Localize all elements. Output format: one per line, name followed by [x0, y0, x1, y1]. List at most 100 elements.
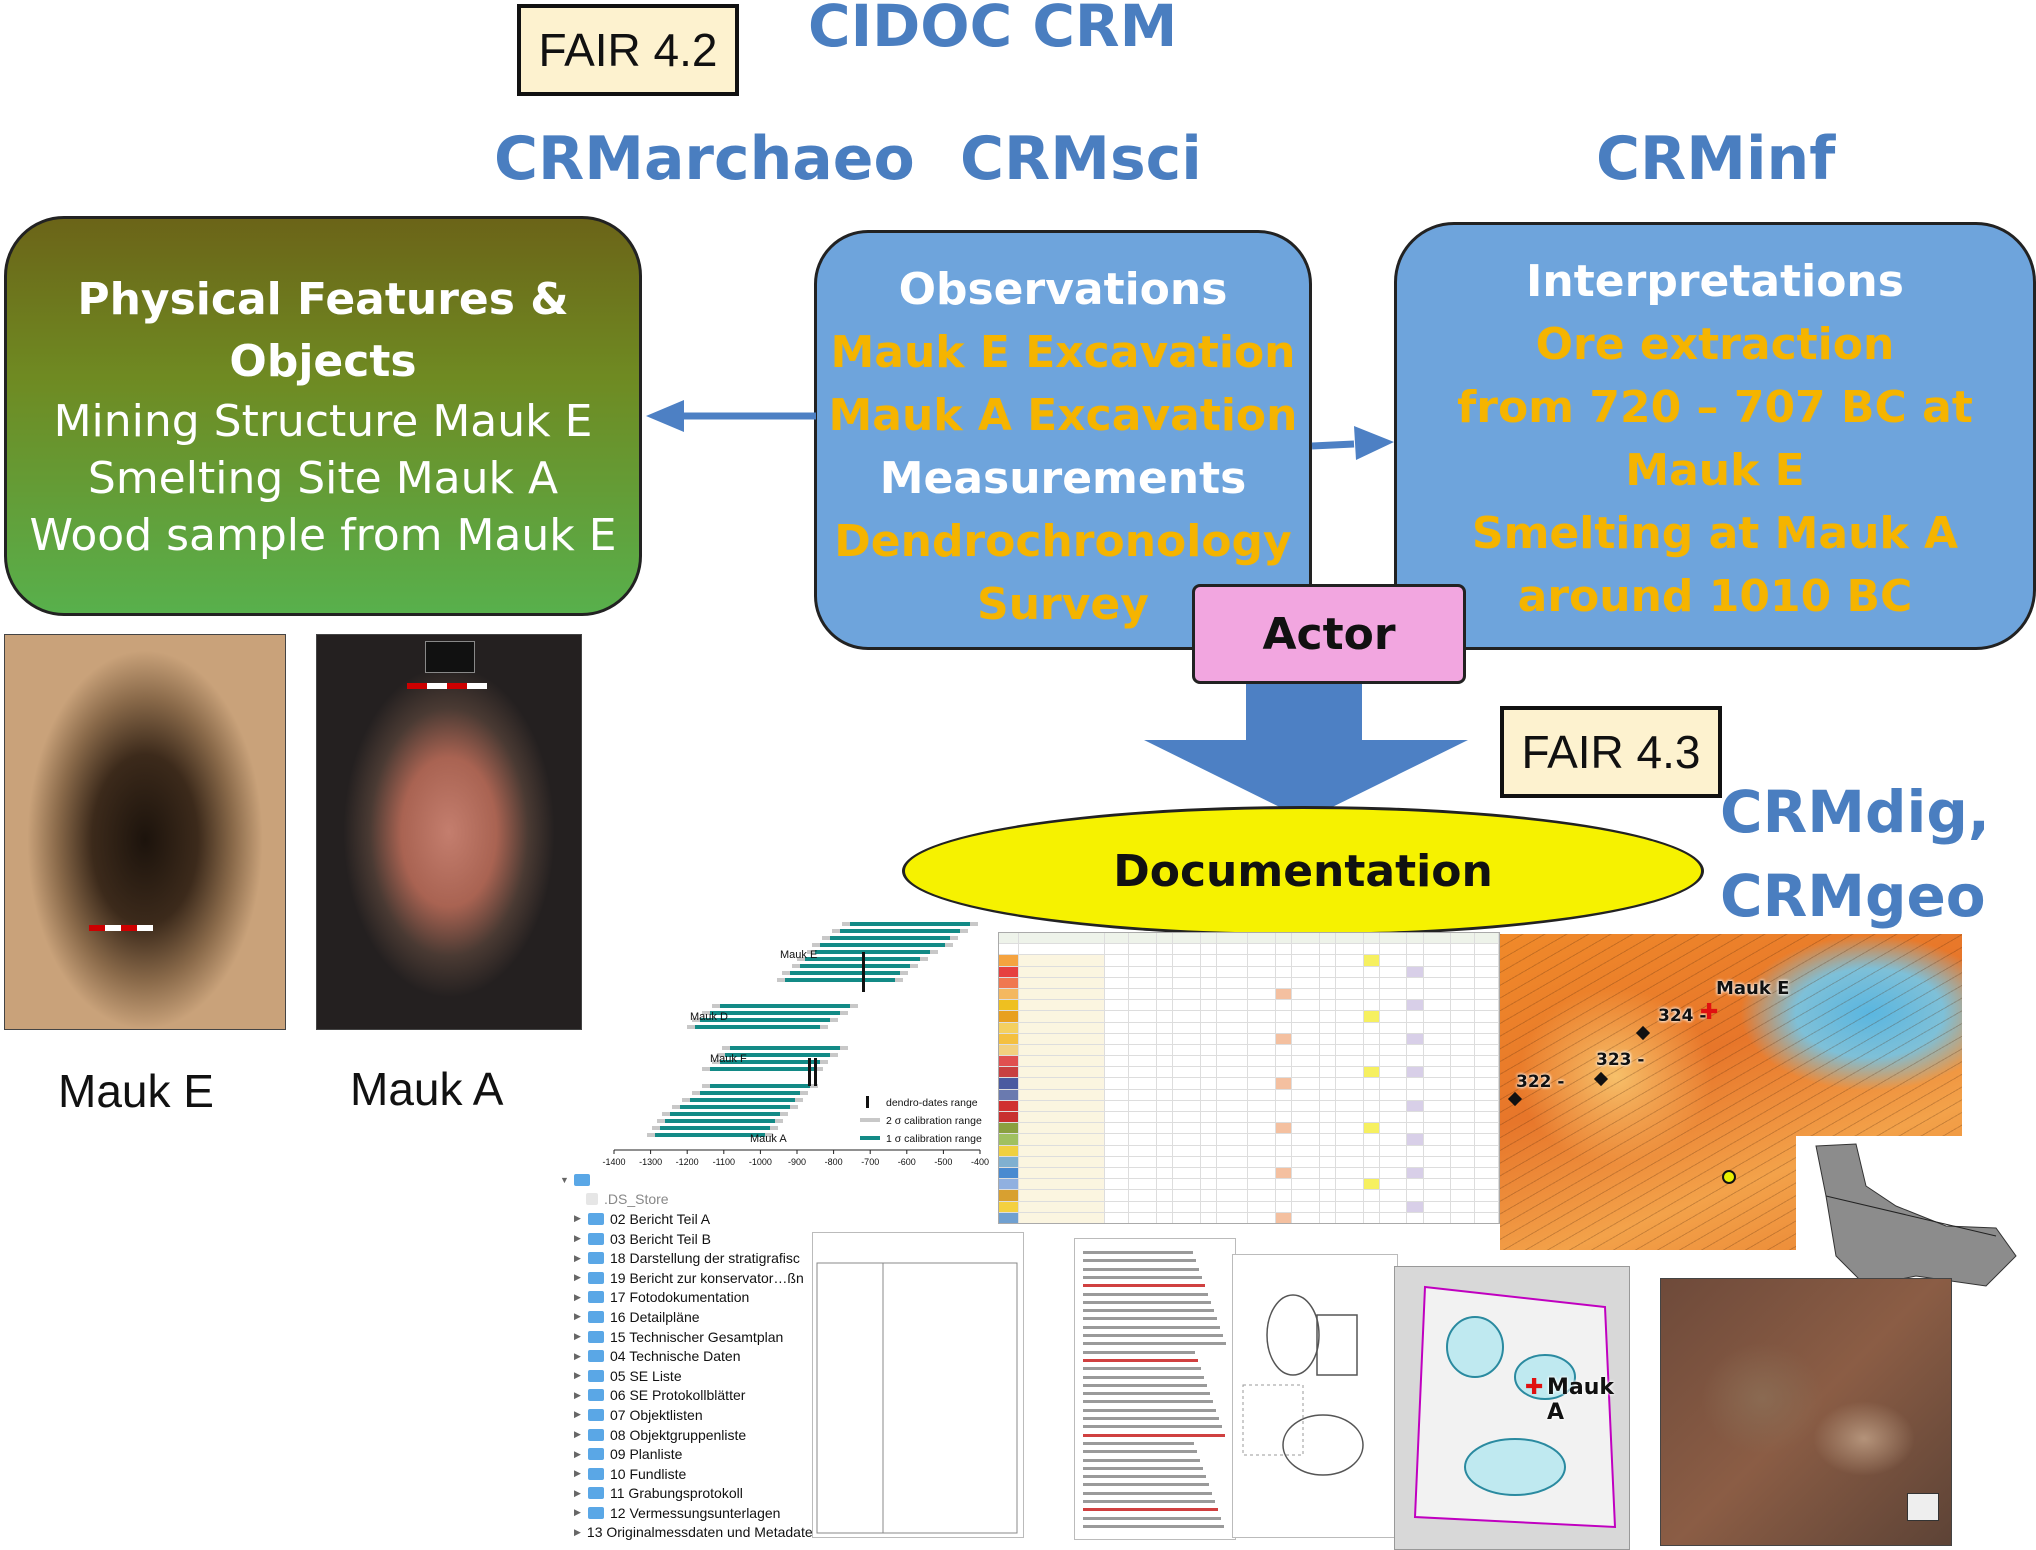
sheet-cell: [1451, 1045, 1475, 1055]
disclosure-triangle-icon[interactable]: ▶: [574, 1272, 588, 1283]
sheet-cell: [1019, 1157, 1105, 1167]
folder-row[interactable]: ▶11 Grabungsprotokoll: [560, 1484, 830, 1504]
sheet-cell: [1475, 1190, 1499, 1200]
folder-row[interactable]: ▶16 Detailpläne: [560, 1307, 830, 1327]
disclosure-triangle-icon[interactable]: ▶: [574, 1213, 588, 1224]
disclosure-triangle-icon[interactable]: ▶: [574, 1449, 588, 1460]
sheet-cell: [1276, 1023, 1292, 1033]
disclosure-triangle-icon[interactable]: ▶: [574, 1390, 588, 1401]
folder-row-root[interactable]: ▼: [560, 1170, 830, 1190]
sheet-cell: [1407, 1078, 1423, 1088]
disclosure-triangle-icon[interactable]: ▶: [574, 1311, 588, 1322]
sheet-cell: [999, 967, 1019, 977]
sheet-cell: [1364, 1213, 1380, 1223]
disclosure-triangle-icon[interactable]: ▶: [574, 1507, 588, 1518]
folder-row[interactable]: ▶06 SE Protokollblätter: [560, 1386, 830, 1406]
sheet-cell: [1201, 1000, 1217, 1010]
map-label-mauk-e: Mauk E: [1716, 978, 1789, 999]
sheet-cell: [1217, 1000, 1248, 1010]
sheet-cell: [1320, 933, 1336, 943]
folder-row[interactable]: ▶08 Objektgruppenliste: [560, 1425, 830, 1445]
sheet-cell: [1157, 1056, 1173, 1066]
disclosure-triangle-icon[interactable]: ▶: [574, 1370, 588, 1381]
sheet-row: [999, 1078, 1499, 1089]
sheet-cell: [1475, 1213, 1499, 1223]
sheet-cell: [1320, 1157, 1336, 1167]
folder-row[interactable]: ▶19 Bericht zur konservator…ßn: [560, 1268, 830, 1288]
disclosure-triangle-icon[interactable]: ▶: [574, 1468, 588, 1479]
sheet-cell: [1105, 1213, 1129, 1223]
disclosure-triangle-icon[interactable]: ▶: [574, 1253, 588, 1264]
disclosure-triangle-icon[interactable]: ▶: [574, 1409, 588, 1420]
sheet-cell: [1424, 1112, 1452, 1122]
sheet-cell: [1336, 1202, 1364, 1212]
folder-row[interactable]: ▶12 Vermessungsunterlagen: [560, 1503, 830, 1523]
sheet-cell: [1364, 1078, 1380, 1088]
sheet-row: [999, 1067, 1499, 1078]
disclosure-triangle-icon[interactable]: ▶: [574, 1351, 588, 1362]
sheet-cell: [1364, 933, 1380, 943]
folder-row[interactable]: ▶07 Objektlisten: [560, 1405, 830, 1425]
file-row[interactable]: .DS_Store: [560, 1190, 830, 1210]
sheet-cell: [1276, 1090, 1292, 1100]
sheet-cell: [1276, 967, 1292, 977]
folder-row[interactable]: ▶04 Technische Daten: [560, 1346, 830, 1366]
disclosure-triangle-icon[interactable]: ▶: [574, 1429, 588, 1440]
folder-row[interactable]: ▶09 Planliste: [560, 1444, 830, 1464]
mauk-e-photo: [4, 634, 286, 1030]
sheet-row: [999, 1123, 1499, 1134]
sheet-cell: [1320, 1190, 1336, 1200]
sheet-cell: [1019, 1067, 1105, 1077]
calibration-range-1sigma: [730, 1046, 840, 1050]
sheet-cell: [1157, 1190, 1173, 1200]
sheet-cell: [1292, 1067, 1320, 1077]
disclosure-triangle-icon[interactable]: ▶: [574, 1488, 588, 1499]
disclosure-triangle-icon[interactable]: ▶: [574, 1233, 588, 1244]
sheet-cell: [1201, 955, 1217, 965]
sheet-cell: [1217, 1168, 1248, 1178]
sheet-cell: [1157, 1146, 1173, 1156]
sheet-cell: [999, 989, 1019, 999]
folder-row[interactable]: ▶02 Bericht Teil A: [560, 1209, 830, 1229]
disclosure-triangle-icon[interactable]: ▶: [574, 1527, 581, 1538]
folder-row[interactable]: ▶10 Fundliste: [560, 1464, 830, 1484]
sheet-cell: [1157, 1202, 1173, 1212]
map-marker-diamond: [1636, 1026, 1650, 1040]
sheet-cell: [1320, 1213, 1336, 1223]
sheet-cell: [1105, 1090, 1129, 1100]
calibration-range-1sigma: [720, 1004, 850, 1008]
sheet-cell: [1364, 1179, 1380, 1189]
folder-name: 13 Originalmessdaten und Metadaten Prosp…: [587, 1524, 830, 1540]
folder-icon: [588, 1429, 604, 1441]
sheet-cell: [1336, 1045, 1364, 1055]
sheet-cell: [1407, 989, 1423, 999]
disclosure-triangle-icon[interactable]: ▶: [574, 1292, 588, 1303]
sheet-cell: [1173, 1011, 1201, 1021]
disclosure-triangle-icon[interactable]: ▼: [560, 1175, 574, 1185]
sheet-cell: [1320, 1112, 1336, 1122]
sheet-row: [999, 1045, 1499, 1056]
calibration-range-1sigma: [785, 978, 895, 982]
sheet-cell: [1105, 978, 1129, 988]
sheet-cell: [1380, 1213, 1408, 1223]
sheet-cell: [1407, 1034, 1423, 1044]
disclosure-triangle-icon[interactable]: ▶: [574, 1331, 588, 1342]
sheet-cell: [1292, 1134, 1320, 1144]
folder-name: 15 Technischer Gesamtplan: [610, 1329, 783, 1345]
arrow-to-physical-head: [646, 400, 684, 432]
folder-row[interactable]: ▶17 Fotodokumentation: [560, 1288, 830, 1308]
sheet-cell: [1248, 1101, 1276, 1111]
sheet-cell: [1380, 1023, 1408, 1033]
folder-row[interactable]: ▶03 Bericht Teil B: [560, 1229, 830, 1249]
folder-row[interactable]: ▶ 13 Originalmessdaten und Metadaten Pros…: [560, 1523, 830, 1542]
sheet-cell: [1475, 978, 1499, 988]
sheet-cell: [999, 1101, 1019, 1111]
folder-row[interactable]: ▶18 Darstellung der stratigrafisc: [560, 1248, 830, 1268]
sheet-cell: [1364, 944, 1380, 954]
folder-row[interactable]: ▶05 SE Liste: [560, 1366, 830, 1386]
folder-row[interactable]: ▶ 15 Technischer Gesamtplan: [560, 1327, 830, 1347]
sheet-cell: [999, 1112, 1019, 1122]
text-line: [1083, 1284, 1205, 1287]
sheet-cell: [1407, 1045, 1423, 1055]
sheet-cell: [1201, 1213, 1217, 1223]
